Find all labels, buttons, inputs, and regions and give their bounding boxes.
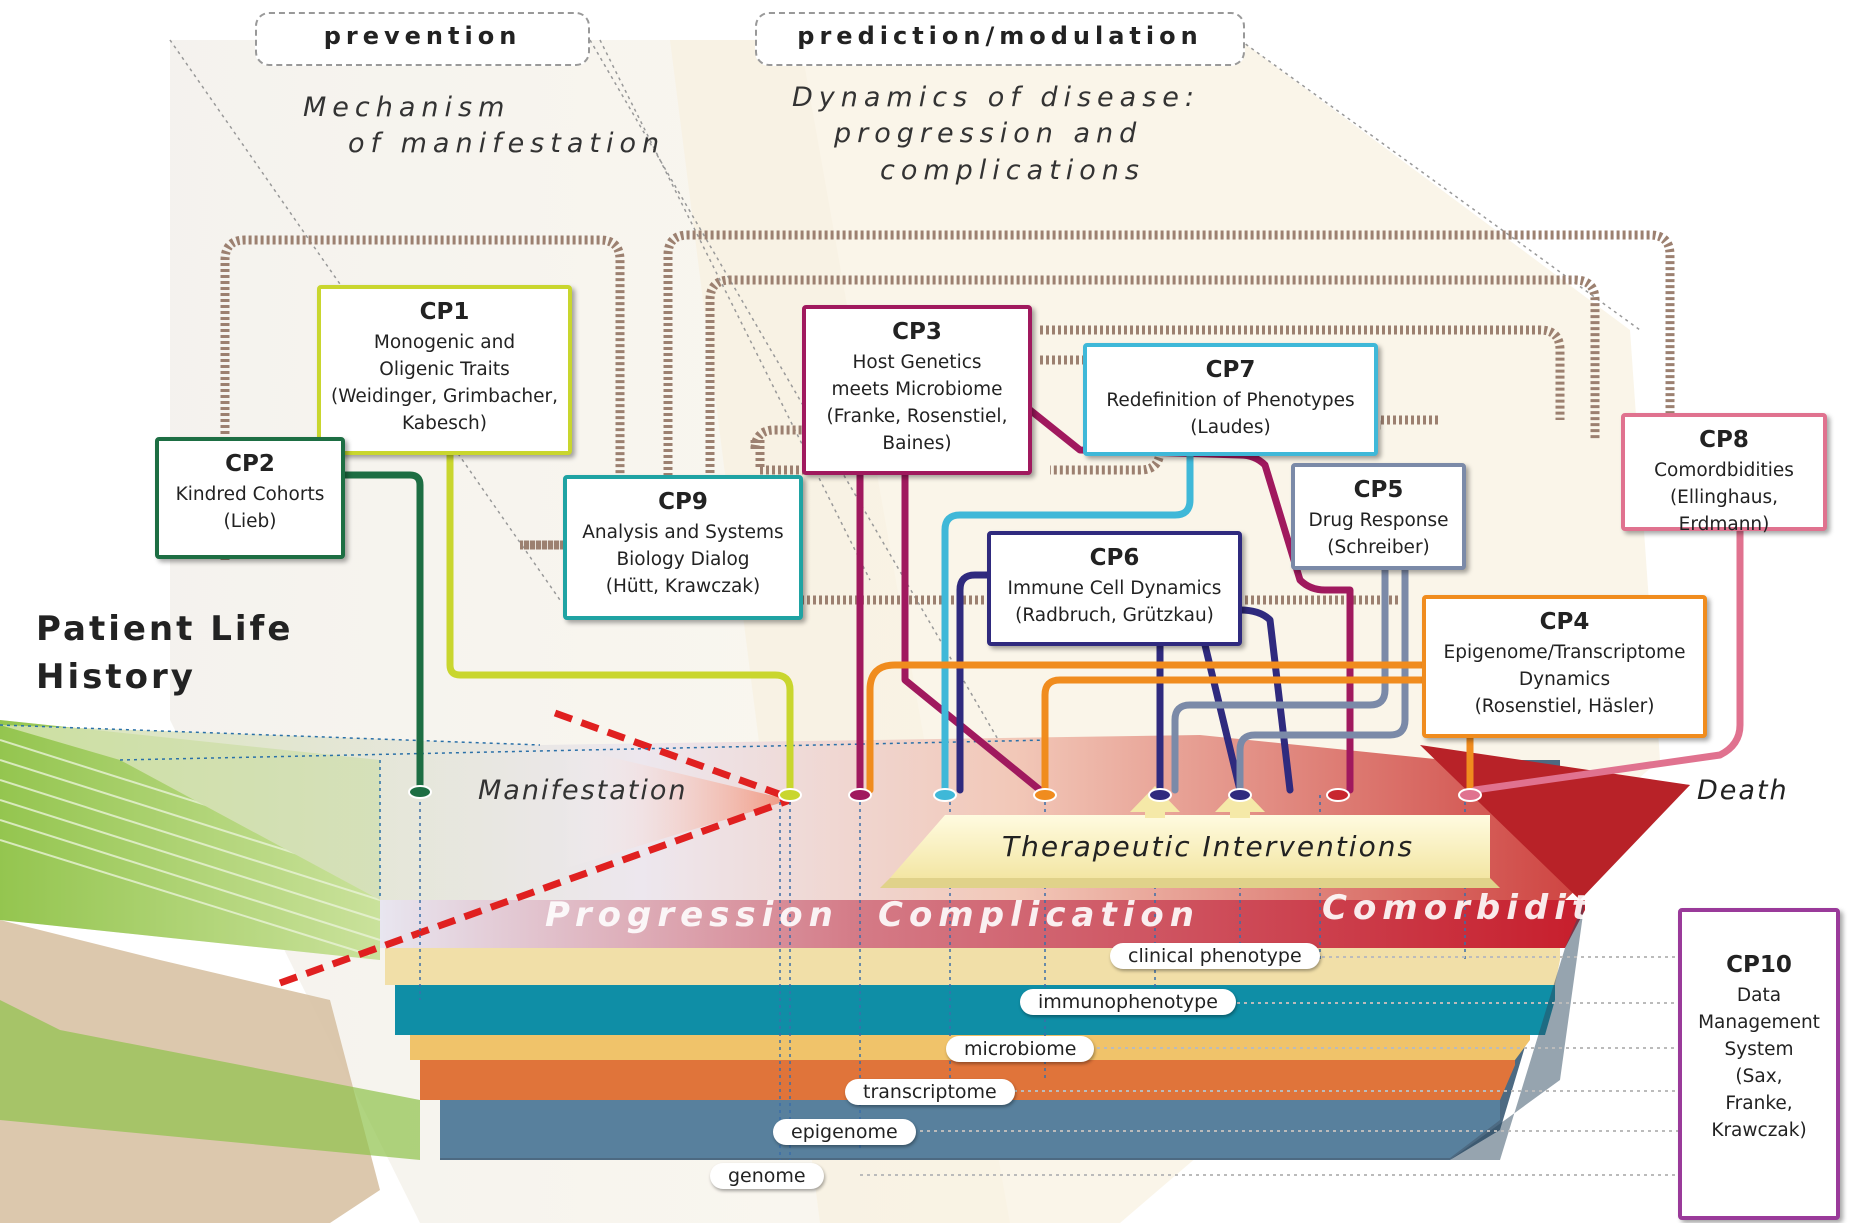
cp1-id: CP1 xyxy=(419,299,470,325)
prediction-modulation-label: prediction/modulation xyxy=(797,22,1203,50)
cp8-id: CP8 xyxy=(1699,427,1749,453)
manifestation-wedge xyxy=(278,709,792,987)
cp10-line: Franke, xyxy=(1725,1093,1793,1114)
cp10-line: Data xyxy=(1736,985,1782,1006)
cp1-line: Monogenic and xyxy=(373,332,516,353)
layer-label-transcriptome: transcriptome xyxy=(845,1079,1015,1105)
layer-label-genome: genome xyxy=(710,1163,824,1189)
therapeutic-interventions-plate xyxy=(880,786,1500,888)
cp10-line: Management xyxy=(1698,1012,1820,1033)
comorbidity-label: Comorbidity xyxy=(1322,888,1623,928)
cp6-line: (Radbruch, Grützkau) xyxy=(1015,605,1214,626)
cp3-box: CP3 Host Genetics meets Microbiome (Fran… xyxy=(802,305,1032,475)
cp1-box: CP1 Monogenic and Oligenic Traits (Weidi… xyxy=(317,285,572,455)
cp1-line: Kabesch) xyxy=(401,413,488,434)
cp7-id: CP7 xyxy=(1205,357,1256,383)
cp4-line: Epigenome/Transcriptome xyxy=(1443,642,1686,663)
cp9-line: Analysis and Systems xyxy=(582,522,784,543)
patient-life-history-line2: History xyxy=(36,657,196,697)
cp3-line: (Franke, Rosenstiel, xyxy=(826,406,1008,427)
cp8-line: (Ellinghaus, Erdmann) xyxy=(1669,487,1779,535)
cp7-line: Redefinition of Phenotypes xyxy=(1106,390,1355,411)
dynamics-caption-line2: progression and xyxy=(834,118,1143,149)
dynamics-caption-line1: Dynamics of disease: xyxy=(792,82,1200,113)
cp2-line: (Lieb) xyxy=(223,511,277,532)
cp9-id: CP9 xyxy=(658,489,708,515)
cp3-line: Host Genetics xyxy=(852,352,982,373)
cp5-box: CP5 Drug Response (Schreiber) xyxy=(1291,463,1466,570)
cp10-line: (Sax, xyxy=(1735,1066,1783,1087)
layer-label-microbiome: microbiome xyxy=(946,1036,1095,1062)
layer-label-immunophenotype: immunophenotype xyxy=(1020,989,1236,1015)
prevention-label: prevention xyxy=(323,22,522,50)
cp8-box: CP8 Comordbidities (Ellinghaus, Erdmann) xyxy=(1621,413,1827,535)
cp2-box: CP2 Kindred Cohorts (Lieb) xyxy=(155,437,345,559)
cp7-box: CP7 Redefinition of Phenotypes (Laudes) xyxy=(1083,343,1378,456)
cp5-line: Drug Response xyxy=(1308,510,1449,531)
cp5-line: (Schreiber) xyxy=(1327,537,1430,558)
death-label: Death xyxy=(1697,775,1789,806)
cp3-line: meets Microbiome xyxy=(831,379,1003,400)
cp10-id: CP10 xyxy=(1726,952,1792,978)
layer-leaders xyxy=(860,956,1680,1176)
cp1-line: (Weidinger, Grimbacher, xyxy=(331,386,558,407)
cp6-line: Immune Cell Dynamics xyxy=(1007,578,1222,599)
cp3-id: CP3 xyxy=(892,319,942,345)
cp4-id: CP4 xyxy=(1539,609,1590,635)
cp4-line: (Rosenstiel, Häsler) xyxy=(1474,696,1655,717)
cp8-line: Comordbidities xyxy=(1654,460,1794,481)
cp10-box: CP10 Data Management System (Sax, Franke… xyxy=(1678,908,1840,1220)
cp4-box: CP4 Epigenome/Transcriptome Dynamics (Ro… xyxy=(1422,595,1707,738)
cp1-line: Oligenic Traits xyxy=(379,359,510,380)
mechanism-caption-line2: of manifestation xyxy=(348,128,666,159)
cp9-line: Biology Dialog xyxy=(616,549,750,570)
layer-label-epigenome: epigenome xyxy=(773,1119,916,1145)
complication-label: Complication xyxy=(878,895,1200,935)
cp10-line: System xyxy=(1724,1039,1794,1060)
cp6-box: CP6 Immune Cell Dynamics (Radbruch, Grüt… xyxy=(987,531,1242,646)
patient-life-history-line1: Patient Life xyxy=(36,609,294,649)
therapeutic-interventions-label: Therapeutic Interventions xyxy=(1002,830,1415,863)
cp5-id: CP5 xyxy=(1353,477,1404,503)
dynamics-caption-line3: complications xyxy=(880,155,1145,186)
manifestation-label: Manifestation xyxy=(478,775,688,806)
cp2-line: Kindred Cohorts xyxy=(175,484,325,505)
cp9-line: (Hütt, Krawczak) xyxy=(605,576,761,597)
progression-label: Progression xyxy=(545,895,839,935)
patient-life-history-title: Patient Life History xyxy=(36,605,293,701)
cp10-line: Krawczak) xyxy=(1711,1120,1807,1141)
cp4-line: Dynamics xyxy=(1518,669,1611,690)
prediction-modulation-tag: prediction/modulation xyxy=(755,12,1245,66)
mechanism-caption-line1: Mechanism xyxy=(303,92,511,123)
cp6-id: CP6 xyxy=(1089,545,1140,571)
prevention-tag: prevention xyxy=(255,12,590,66)
cp9-box: CP9 Analysis and Systems Biology Dialog … xyxy=(563,475,803,620)
timeline-markers xyxy=(408,785,1482,802)
cp2-id: CP2 xyxy=(225,451,275,477)
layer-label-clinical-phenotype: clinical phenotype xyxy=(1110,943,1320,969)
cp7-line: (Laudes) xyxy=(1190,417,1271,438)
cp-connectors xyxy=(341,406,1744,794)
cp3-line: Baines) xyxy=(882,433,952,454)
